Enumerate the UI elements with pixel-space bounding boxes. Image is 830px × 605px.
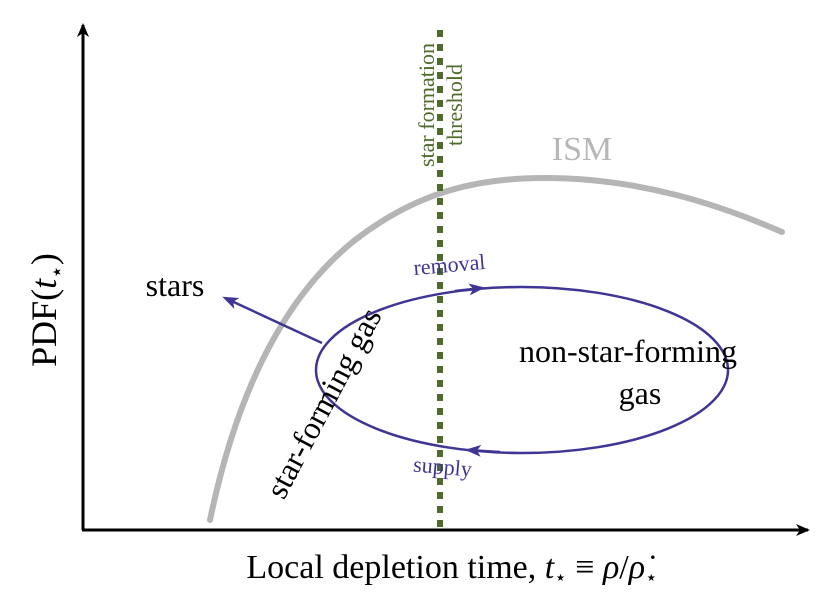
non-star-forming-label-line1: non-star-forming [519, 333, 737, 369]
removal-label: removal [412, 249, 486, 280]
threshold-label-line1: star formation [414, 43, 439, 167]
non-star-forming-label-line2: gas [619, 375, 662, 411]
stars-label: stars [146, 267, 205, 303]
supply-arrow [465, 444, 501, 457]
removal-arrow [454, 283, 485, 296]
ism-curve [207, 174, 785, 523]
gas-cycle-ellipse [314, 285, 730, 455]
supply-label: supply [412, 452, 473, 482]
star-formation-arrow [222, 296, 323, 345]
x-axis-label: Local depletion time, t⋆ ≡ ρ/ρ̇⋆ [246, 549, 657, 589]
y-axis-label: PDF(t⋆) [24, 253, 69, 367]
threshold-label-line2: threshold [442, 64, 467, 146]
ism-label: ISM [552, 131, 612, 168]
